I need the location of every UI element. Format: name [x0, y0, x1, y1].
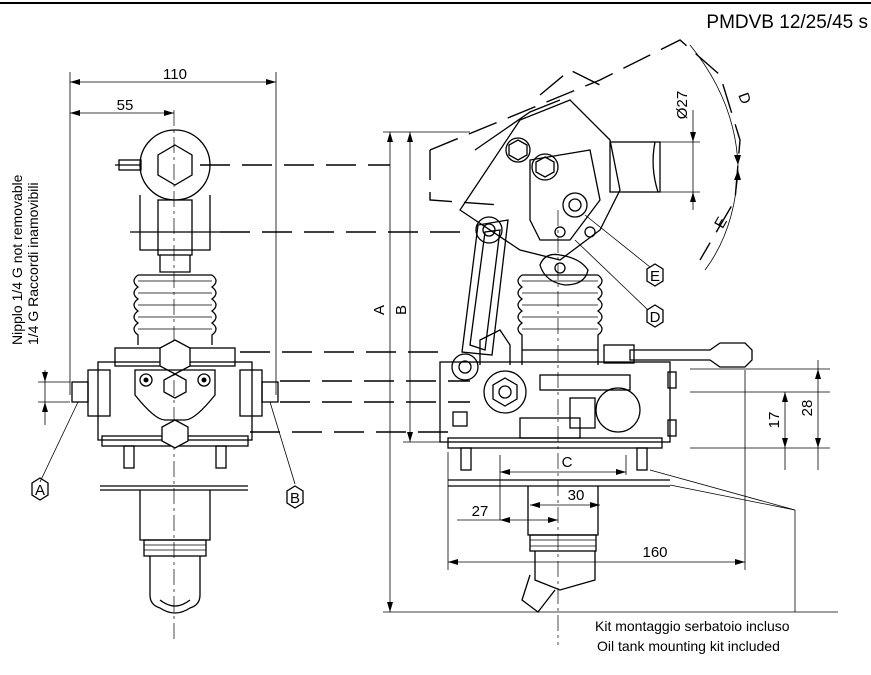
dim-e: E [711, 214, 731, 231]
projection-lines [200, 164, 470, 433]
port-label-e: E [650, 268, 660, 285]
dim-a: A [371, 305, 388, 315]
dim-17: 17 [766, 412, 783, 429]
dim-c: C [562, 454, 573, 471]
dim-160: 160 [642, 544, 667, 561]
dim-dia-27: Ø27 [674, 91, 691, 119]
dim-d: D [734, 90, 754, 106]
dim-30: 30 [568, 487, 585, 504]
note-kit-it: Kit montaggio serbatoio incluso [595, 618, 790, 634]
note-nipple-en: Nipplo 1/4 G not removable [9, 174, 25, 345]
port-label-b: B [290, 490, 300, 507]
port-label-a: A [35, 482, 45, 499]
side-view [383, 39, 838, 645]
drawing-title: PMDVB 12/25/45 s [706, 12, 868, 33]
dim-55: 55 [117, 97, 134, 114]
note-nipple-it: 1/4 G Raccordi inamovibili [25, 182, 41, 345]
front-view [31, 72, 304, 640]
bellows-left [133, 274, 217, 345]
note-kit-en: Oil tank mounting kit included [597, 638, 780, 654]
bellows-right [517, 274, 603, 365]
dim-27: 27 [472, 503, 489, 520]
dim-110: 110 [163, 66, 187, 83]
dim-28: 28 [799, 400, 816, 417]
port-label-d: D [650, 309, 661, 326]
dim-b: B [393, 305, 410, 315]
